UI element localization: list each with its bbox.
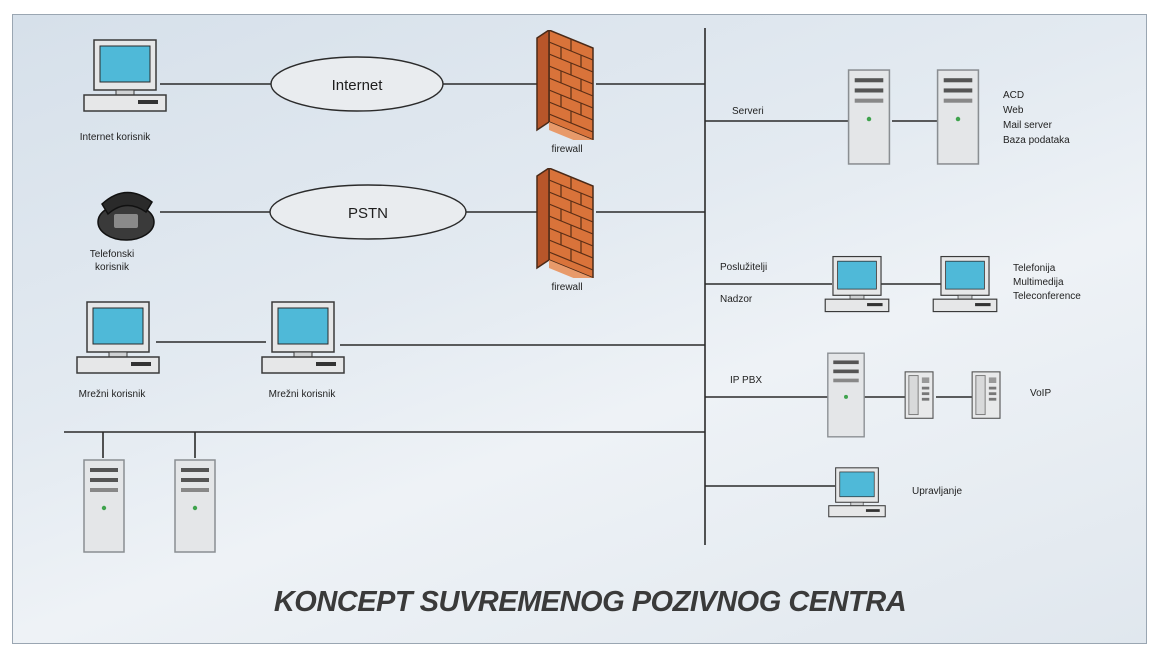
voip-label: VoIP [1030,388,1051,399]
internet-user-label: Internet korisnik [80,132,152,143]
management-computer-icon [828,467,886,518]
left-server-1-icon [83,459,125,553]
service-database: Baza podataka [1003,135,1070,146]
service-acd: ACD [1003,90,1024,101]
network-user-1-computer-icon [76,301,160,374]
supervision-computer-icon [932,255,998,313]
firewall-1-label: firewall [551,144,582,155]
service-web: Web [1003,105,1024,116]
pstn-label: PSTN [348,205,388,222]
network-user-1-label: Mrežni korisnik [79,389,147,400]
servers-label: Serveri [732,106,764,117]
connection-lines [64,28,972,545]
phone-user-label-2: korisnik [95,262,130,273]
diagram-title: KONCEPT SUVREMENOG POZIVNOG CENTRA [274,586,906,618]
ip-phone-2-icon [971,371,1001,419]
network-user-2-computer-icon [261,301,345,374]
server-a-icon [847,69,891,165]
network-user-2-label: Mrežni korisnik [269,389,337,400]
service-multimedia: Multimedija [1013,277,1064,288]
service-mail-server: Mail server [1003,120,1053,131]
firewall-2-icon [536,168,594,278]
telephone-icon [97,191,155,241]
phone-user-label-1: Telefonski [90,249,134,260]
internet-user-computer-icon [83,39,167,112]
ip-phone-1-icon [904,371,934,419]
ip-pbx-label: IP PBX [730,375,762,386]
firewall-1-icon [536,30,594,140]
internet-cloud: Internet [270,56,444,112]
supervision-label: Nadzor [720,294,753,305]
service-teleconference: Teleconference [1013,291,1081,302]
internet-label: Internet [332,77,384,94]
service-telephony: Telefonija [1013,263,1056,274]
agent-computer-icon [824,255,890,313]
firewall-2-label: firewall [551,282,582,293]
ip-pbx-server-icon [827,352,865,438]
management-label: Upravljanje [912,486,962,497]
agents-label: Poslužitelji [720,262,767,273]
server-b-icon [936,69,980,165]
pstn-cloud: PSTN [269,184,467,240]
left-server-2-icon [174,459,216,553]
